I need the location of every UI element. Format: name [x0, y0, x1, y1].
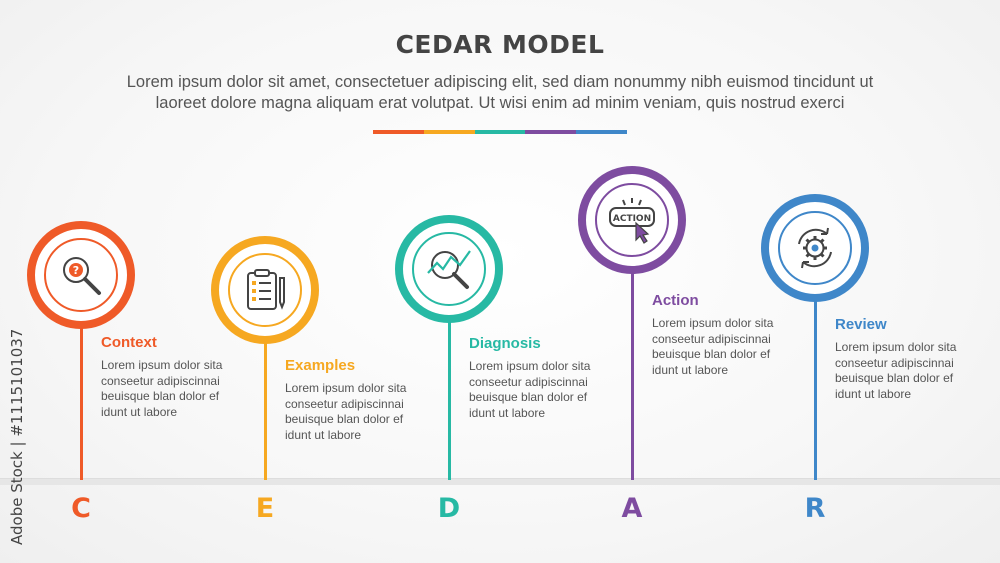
stage-label: Examples: [285, 357, 356, 374]
stage-letter: D: [437, 493, 461, 524]
action-button-cursor-icon: ACTION: [609, 198, 655, 244]
stage-stem: [79, 325, 83, 480]
stage-circle: [211, 236, 319, 344]
stage-description: Lorem ipsum dolor sita conseetur adipisc…: [835, 340, 957, 401]
divider-segment-5: [576, 130, 627, 134]
divider-segment-1: [373, 130, 424, 134]
stock-credit: Adobe Stock | #1115101037: [8, 328, 26, 545]
stage-label: Action: [652, 292, 699, 309]
stage-letter: E: [255, 493, 275, 524]
stage-label: Review: [835, 316, 887, 333]
subtitle-line-2: laoreet dolore magna aliquam erat volutp…: [155, 94, 845, 112]
title-divider: [373, 130, 627, 134]
divider-segment-2: [423, 130, 475, 134]
action-icon-text: ACTION: [613, 214, 651, 224]
svg-text:?: ?: [73, 264, 79, 277]
stage-stem: [630, 270, 634, 480]
divider-segment-3: [474, 130, 526, 134]
stage-description: Lorem ipsum dolor sita conseetur adipisc…: [469, 359, 591, 420]
divider-segment-4: [525, 130, 577, 134]
stage-stem: [813, 298, 817, 480]
magnifier-chart-icon: [427, 250, 471, 289]
stage-stem: [447, 319, 451, 480]
stage-label: Diagnosis: [469, 335, 541, 352]
stage-letter: A: [621, 493, 643, 524]
stage-circle: ?: [27, 221, 135, 329]
subtitle-line-1: Lorem ipsum dolor sit amet, consectetuer…: [126, 73, 874, 91]
stage-stem: [263, 340, 267, 480]
stage-description: Lorem ipsum dolor sita conseetur adipisc…: [101, 358, 223, 419]
page-subtitle: Lorem ipsum dolor sit amet, consectetuer…: [60, 72, 940, 114]
page-title: CEDAR MODEL: [395, 30, 605, 59]
stage-letter: C: [71, 493, 91, 524]
clipboard-checklist-icon: [247, 269, 285, 310]
stage-letter: R: [804, 493, 826, 524]
stage-circle: ACTION: [578, 166, 686, 274]
gear-cycle-icon: [798, 227, 832, 269]
stage-circle: [395, 215, 503, 323]
magnifier-question-icon: ?: [63, 257, 101, 295]
stage-circle: [761, 194, 869, 302]
stage-description: Lorem ipsum dolor sita conseetur adipisc…: [652, 316, 774, 377]
timeline-baseline: [0, 478, 1000, 485]
stage-label: Context: [101, 334, 157, 351]
stage-description: Lorem ipsum dolor sita conseetur adipisc…: [285, 381, 407, 442]
